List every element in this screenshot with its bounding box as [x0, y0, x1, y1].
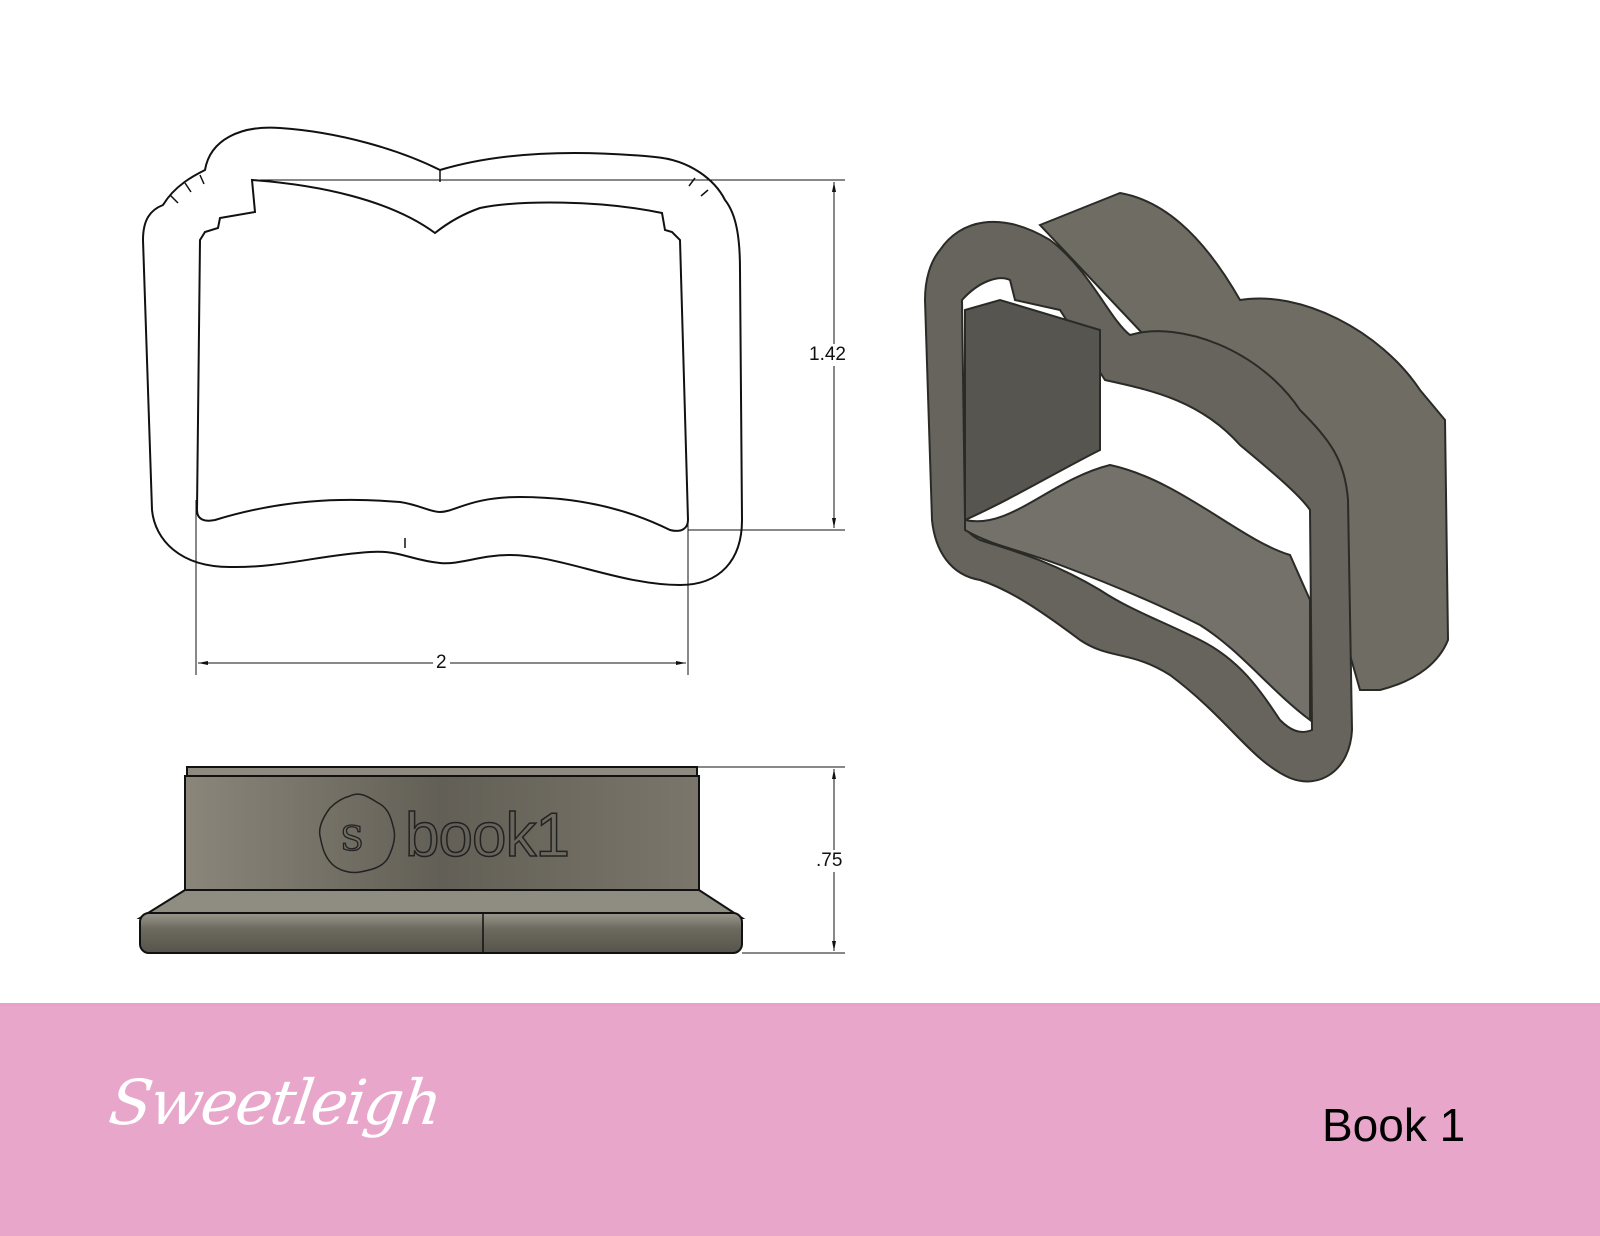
- side-view: S: [136, 766, 746, 954]
- outer-outline: [141, 126, 744, 587]
- footer-banner: Sweetleigh Book 1: [0, 1003, 1600, 1236]
- width-dimension-label: 2: [433, 652, 450, 674]
- technical-drawing: S: [136, 126, 1450, 954]
- product-title: Book 1: [1322, 1099, 1466, 1151]
- top-view: [141, 126, 744, 587]
- brand-seal-emboss: [318, 793, 396, 874]
- depth-dimension-label: .75: [813, 850, 846, 872]
- brand-logo: Sweetleigh: [104, 1066, 445, 1139]
- svg-text:S: S: [340, 819, 363, 859]
- inner-outline: [195, 178, 690, 532]
- height-dimension-label: 1.42: [806, 344, 849, 366]
- isometric-view: [923, 191, 1450, 783]
- embossed-label: book1: [404, 800, 570, 871]
